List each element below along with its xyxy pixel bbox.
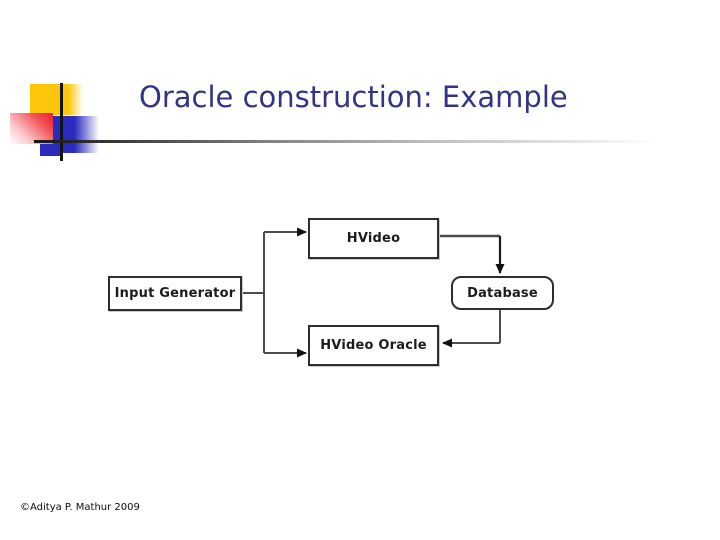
slide-title: Oracle construction: Example xyxy=(139,80,568,114)
copyright-footer: ©Aditya P. Mathur 2009 xyxy=(20,502,140,513)
node-hvideo-oracle-label: HVideo Oracle xyxy=(320,338,427,353)
node-hvideo-label: HVideo xyxy=(346,231,401,246)
node-input-generator: Input Generator xyxy=(108,276,242,311)
node-database-label: Database xyxy=(467,285,538,301)
node-hvideo: HVideo xyxy=(308,218,439,259)
logo-blue-small-square xyxy=(40,143,62,156)
node-database: Database xyxy=(451,276,554,310)
logo-red-square xyxy=(10,113,53,144)
logo-vertical-line xyxy=(60,83,63,161)
title-divider-line xyxy=(34,140,668,143)
node-input-generator-label: Input Generator xyxy=(114,286,236,301)
node-hvideo-oracle: HVideo Oracle xyxy=(308,325,439,366)
logo-yellow-square xyxy=(30,84,83,115)
